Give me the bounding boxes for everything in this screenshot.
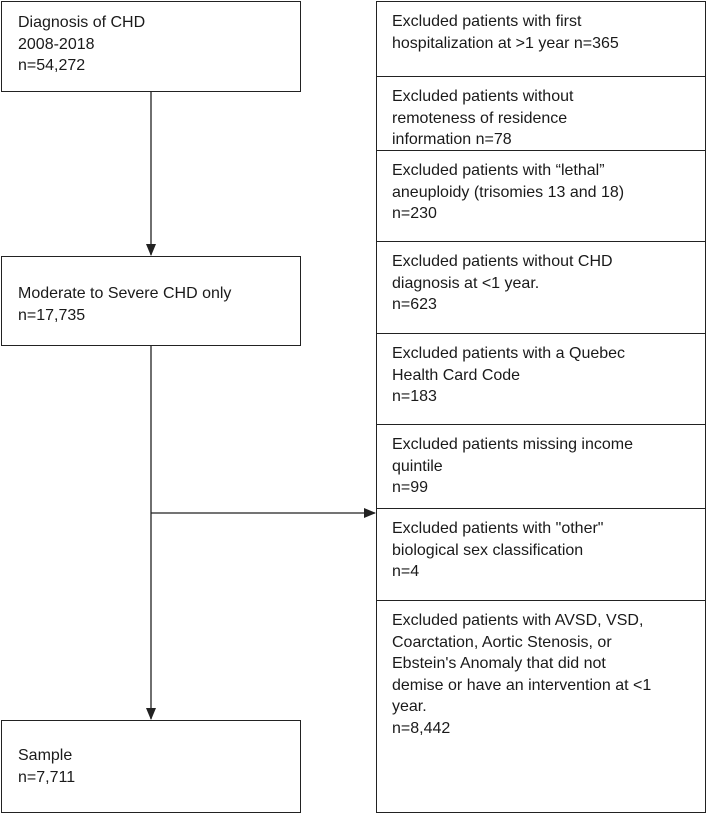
exclusion-criteria-stack: Excluded patients with first hospitaliza… — [376, 1, 706, 813]
exclusion-aneuploidy: Excluded patients with “lethal” aneuploi… — [377, 151, 705, 242]
exclusion-text: Excluded patients with a Quebec Health C… — [392, 345, 626, 405]
exclusion-text: Excluded patients without remoteness of … — [392, 88, 574, 148]
exclusion-quebec-health-card: Excluded patients with a Quebec Health C… — [377, 334, 705, 425]
exclusion-text: Excluded patients with first hospitaliza… — [392, 13, 619, 52]
exclusion-text: Excluded patients with AVSD, VSD, Coarct… — [392, 612, 652, 737]
exclusion-avsd-vsd: Excluded patients with AVSD, VSD, Coarct… — [377, 601, 705, 813]
exclusion-text: Excluded patients with "other" biologica… — [392, 520, 604, 580]
moderate-severe-text: Moderate to Severe CHD only n=17,735 — [18, 285, 232, 324]
exclusion-no-chd-diagnosis: Excluded patients without CHD diagnosis … — [377, 242, 705, 334]
sample-text: Sample n=7,711 — [18, 747, 76, 786]
exclusion-remoteness: Excluded patients without remoteness of … — [377, 77, 705, 151]
exclusion-other-sex: Excluded patients with "other" biologica… — [377, 509, 705, 601]
exclusion-text: Excluded patients with “lethal” aneuploi… — [392, 162, 625, 222]
exclusion-missing-income: Excluded patients missing income quintil… — [377, 425, 705, 509]
sample-box: Sample n=7,711 — [1, 720, 301, 813]
exclusion-first-hospitalization: Excluded patients with first hospitaliza… — [377, 2, 705, 77]
exclusion-text: Excluded patients without CHD diagnosis … — [392, 253, 613, 313]
moderate-severe-box: Moderate to Severe CHD only n=17,735 — [1, 256, 301, 346]
diagnosis-box: Diagnosis of CHD 2008-2018 n=54,272 — [1, 1, 301, 92]
exclusion-text: Excluded patients missing income quintil… — [392, 436, 634, 496]
diagnosis-text: Diagnosis of CHD 2008-2018 n=54,272 — [18, 14, 146, 74]
